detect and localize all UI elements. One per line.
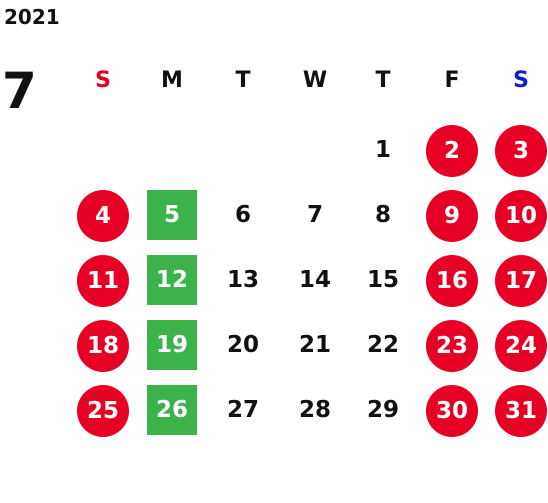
calendar-day-holiday[interactable]: 3 — [495, 125, 547, 177]
calendar-day[interactable]: 1 — [374, 137, 391, 163]
weekday-label: S — [513, 68, 529, 93]
calendar-day-holiday[interactable]: 24 — [495, 320, 547, 372]
calendar-day-holiday[interactable]: 10 — [495, 190, 547, 242]
calendar-day[interactable]: 29 — [366, 397, 399, 423]
calendar-day[interactable]: 15 — [366, 267, 399, 293]
calendar-day-highlight[interactable]: 5 — [147, 190, 197, 240]
calendar-year: 2021 — [4, 5, 60, 29]
calendar-day[interactable]: 14 — [298, 267, 331, 293]
calendar-day-holiday[interactable]: 18 — [77, 320, 129, 372]
calendar-day-holiday[interactable]: 11 — [77, 255, 129, 307]
calendar-day-holiday[interactable]: 16 — [426, 255, 478, 307]
calendar-day[interactable]: 20 — [226, 332, 259, 358]
calendar-day[interactable]: 21 — [298, 332, 331, 358]
weekday-label: W — [302, 68, 328, 93]
weekday-label: S — [95, 68, 111, 93]
calendar-day-holiday[interactable]: 25 — [77, 385, 129, 437]
calendar-day-highlight[interactable]: 19 — [147, 320, 197, 370]
calendar-day-holiday[interactable]: 30 — [426, 385, 478, 437]
weekday-label: T — [375, 68, 391, 93]
calendar-day[interactable]: 22 — [366, 332, 399, 358]
calendar-month: 7 — [2, 62, 37, 120]
calendar-day[interactable]: 13 — [226, 267, 259, 293]
calendar-day-holiday[interactable]: 23 — [426, 320, 478, 372]
calendar-day[interactable]: 27 — [226, 397, 259, 423]
calendar-day-highlight[interactable]: 12 — [147, 255, 197, 305]
weekday-label: M — [161, 68, 183, 93]
calendar-day[interactable]: 8 — [374, 202, 391, 228]
calendar-day[interactable]: 28 — [298, 397, 331, 423]
calendar-day-holiday[interactable]: 4 — [77, 190, 129, 242]
calendar-day[interactable]: 6 — [234, 202, 251, 228]
weekday-label: T — [235, 68, 251, 93]
calendar-day-holiday[interactable]: 2 — [426, 125, 478, 177]
calendar-day[interactable]: 7 — [306, 202, 323, 228]
weekday-label: F — [444, 68, 460, 93]
calendar-day-holiday[interactable]: 31 — [495, 385, 547, 437]
calendar-day-holiday[interactable]: 17 — [495, 255, 547, 307]
calendar-day-highlight[interactable]: 26 — [147, 385, 197, 435]
calendar-day-holiday[interactable]: 9 — [426, 190, 478, 242]
